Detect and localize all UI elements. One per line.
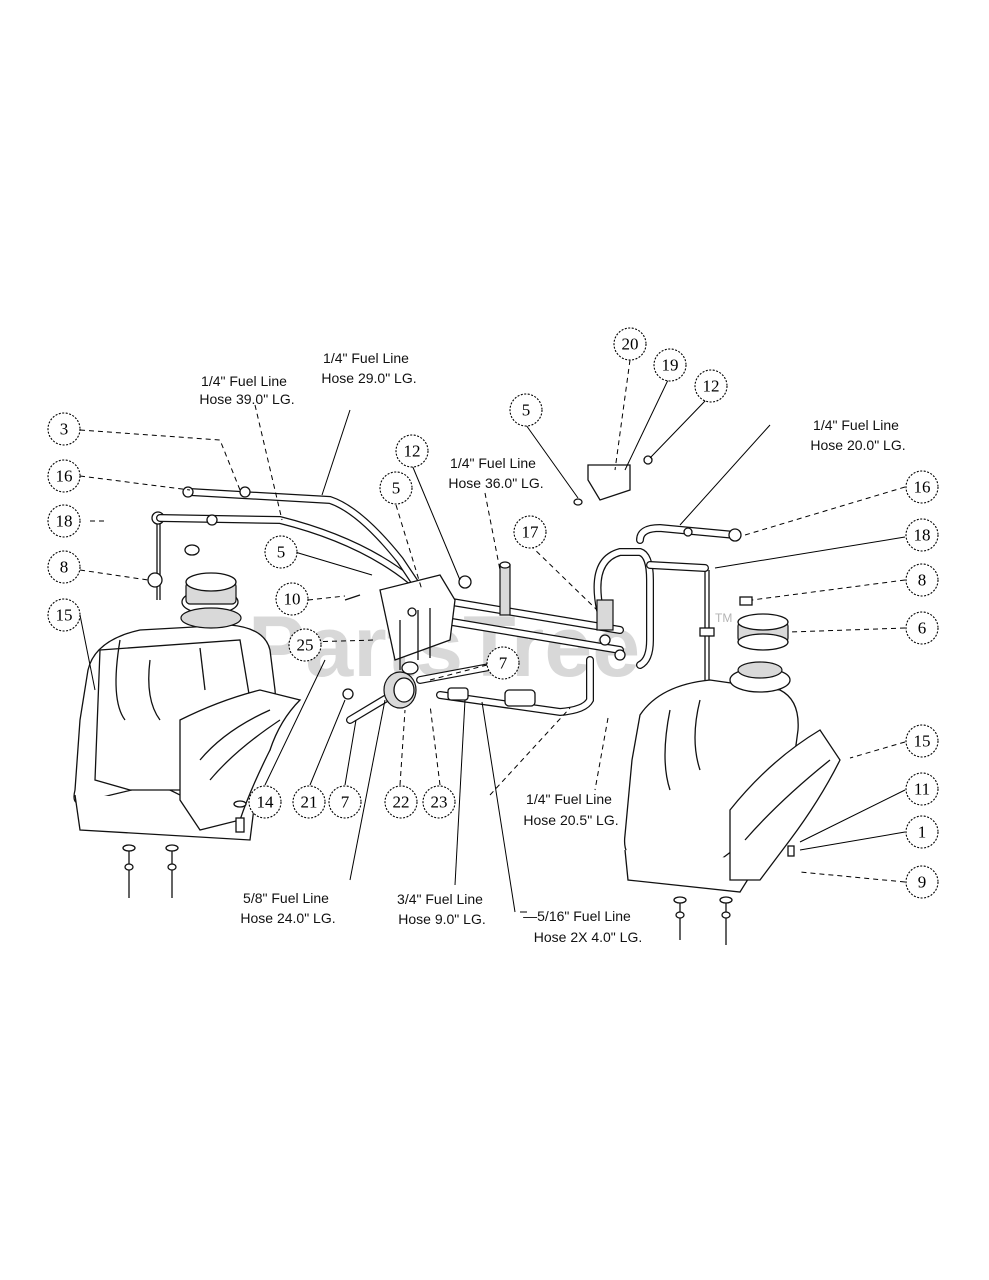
svg-text:18: 18 <box>56 512 73 531</box>
label-hose-36-line2: Hose 36.0" LG. <box>448 475 543 491</box>
left-tank-fasteners <box>122 800 247 898</box>
callout-15-left: 15 <box>47 598 81 632</box>
label-hose-20-0-line1: 1/4" Fuel Line <box>813 417 899 433</box>
label-hose-20-5-line1: 1/4" Fuel Line <box>526 791 612 807</box>
callout-8-left: 8 <box>47 550 81 584</box>
label-hose-36-line1: 1/4" Fuel Line <box>450 455 536 471</box>
label-hose-36: 1/4" Fuel Line Hose 36.0" LG. <box>448 455 543 491</box>
callout-5-b: 5 <box>379 471 413 505</box>
svg-text:8: 8 <box>918 571 927 590</box>
callout-16-left: 16 <box>47 459 81 493</box>
label-hose-2x4-line1: —5/16" Fuel Line <box>523 908 631 924</box>
svg-text:10: 10 <box>284 590 301 609</box>
svg-text:21: 21 <box>301 793 318 812</box>
svg-text:7: 7 <box>499 654 508 673</box>
svg-text:16: 16 <box>56 467 73 486</box>
svg-text:15: 15 <box>914 732 931 751</box>
callout-9: 9 <box>905 865 939 899</box>
callout-3: 3 <box>47 412 81 446</box>
label-hose-20-0-line2: Hose 20.0" LG. <box>810 437 905 453</box>
svg-text:15: 15 <box>56 606 73 625</box>
svg-text:7: 7 <box>341 793 350 812</box>
callout-15-right: 15 <box>905 724 939 758</box>
svg-text:14: 14 <box>257 793 275 812</box>
svg-text:9: 9 <box>918 873 927 892</box>
callout-18-left: 18 <box>47 504 81 538</box>
svg-text:12: 12 <box>404 442 421 461</box>
right-tank-fasteners <box>673 845 795 945</box>
callout-12-mid: 12 <box>395 434 429 468</box>
watermark-tm: TM <box>715 611 732 625</box>
label-hose-2x4: —5/16" Fuel Line Hose 2X 4.0" LG. <box>523 908 642 945</box>
svg-text:16: 16 <box>914 478 931 497</box>
label-hose-9-line1: 3/4" Fuel Line <box>397 891 483 907</box>
callout-17: 17 <box>513 515 547 549</box>
label-hose-39: 1/4" Fuel Line Hose 39.0" LG. <box>199 373 294 407</box>
left-fittings <box>182 486 251 526</box>
svg-text:5: 5 <box>277 543 286 562</box>
callout-21: 21 <box>292 785 326 819</box>
right-valve-components <box>573 455 753 661</box>
callout-10: 10 <box>275 582 309 616</box>
fuel-hoses <box>156 488 739 724</box>
callout-5-a: 5 <box>264 535 298 569</box>
svg-text:5: 5 <box>522 401 531 420</box>
label-hose-2x4-line2: Hose 2X 4.0" LG. <box>534 929 642 945</box>
label-hose-39-line1: 1/4" Fuel Line <box>201 373 287 389</box>
svg-text:17: 17 <box>522 523 540 542</box>
label-hose-20-5-line2: Hose 20.5" LG. <box>523 812 618 828</box>
callout-7-mid: 7 <box>486 646 520 680</box>
right-fuel-tank <box>623 570 841 893</box>
valve-bracket <box>379 561 511 670</box>
svg-text:25: 25 <box>297 636 314 655</box>
callout-8-right: 8 <box>905 563 939 597</box>
svg-text:12: 12 <box>703 377 720 396</box>
label-hose-39-line2: Hose 39.0" LG. <box>199 391 294 407</box>
callout-19: 19 <box>653 348 687 382</box>
svg-text:20: 20 <box>622 335 639 354</box>
svg-text:6: 6 <box>918 619 927 638</box>
svg-text:19: 19 <box>662 356 679 375</box>
label-hose-24-line1: 5/8" Fuel Line <box>243 890 329 906</box>
callout-25: 25 <box>288 628 322 662</box>
svg-text:1: 1 <box>918 823 927 842</box>
fuel-filter-assembly <box>342 594 536 709</box>
label-hose-24-line2: Hose 24.0" LG. <box>240 910 335 926</box>
callout-23: 23 <box>422 785 456 819</box>
svg-text:3: 3 <box>60 420 69 439</box>
svg-text:5: 5 <box>392 479 401 498</box>
callout-20: 20 <box>613 327 647 361</box>
callout-6: 6 <box>905 611 939 645</box>
label-hose-29-line1: 1/4" Fuel Line <box>323 350 409 366</box>
svg-text:11: 11 <box>914 780 930 799</box>
callout-7-bottom: 7 <box>328 785 362 819</box>
hose-labels: 1/4" Fuel Line Hose 39.0" LG. 1/4" Fuel … <box>199 350 905 945</box>
svg-text:18: 18 <box>914 526 931 545</box>
label-hose-20-0: 1/4" Fuel Line Hose 20.0" LG. <box>810 417 905 453</box>
callout-5-c: 5 <box>509 393 543 427</box>
label-hose-29-line2: Hose 29.0" LG. <box>321 370 416 386</box>
left-fuel-tank <box>73 511 302 841</box>
svg-text:23: 23 <box>431 793 448 812</box>
label-hose-24: 5/8" Fuel Line Hose 24.0" LG. <box>240 890 335 926</box>
callout-11: 11 <box>905 772 939 806</box>
label-hose-20-5: 1/4" Fuel Line Hose 20.5" LG. <box>523 791 618 828</box>
callout-14: 14 <box>248 785 282 819</box>
svg-text:22: 22 <box>393 793 410 812</box>
leader-lines <box>79 359 906 913</box>
callout-12-right: 12 <box>694 369 728 403</box>
callout-1: 1 <box>905 815 939 849</box>
label-hose-29: 1/4" Fuel Line Hose 29.0" LG. <box>321 350 416 386</box>
callout-16-right: 16 <box>905 470 939 504</box>
callouts: 3 16 18 8 15 5 10 25 14 21 7 22 23 7 5 1… <box>47 327 939 899</box>
label-hose-9-line2: Hose 9.0" LG. <box>398 911 485 927</box>
callout-18-right: 18 <box>905 518 939 552</box>
svg-text:8: 8 <box>60 558 69 577</box>
label-hose-9: 3/4" Fuel Line Hose 9.0" LG. <box>397 891 486 927</box>
callout-22: 22 <box>384 785 418 819</box>
